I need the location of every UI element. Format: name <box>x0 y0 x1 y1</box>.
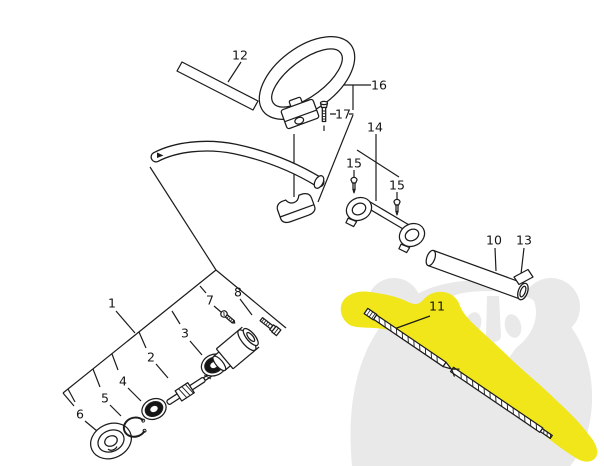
shaft-spiral-hatch-b <box>460 372 552 439</box>
leader-3 <box>171 310 203 356</box>
bracket-rail-right <box>215 269 287 329</box>
callout-16: 16 <box>371 78 387 93</box>
screw-15-a-icon <box>350 176 358 194</box>
sticker-13 <box>513 268 534 286</box>
callout-14: 14 <box>367 120 383 135</box>
bear-eye-right <box>504 314 522 338</box>
leader-12 <box>227 61 242 83</box>
callout-2: 2 <box>147 350 155 365</box>
screw-7-icon <box>220 310 236 324</box>
callout-7: 7 <box>206 293 214 308</box>
loop-handle <box>258 36 356 120</box>
handle-clamp-top <box>280 96 320 130</box>
callout-8: 8 <box>234 285 242 300</box>
handlebar-open-end <box>313 175 325 189</box>
leader-6 <box>67 388 98 432</box>
grip-strip-12 <box>176 61 259 111</box>
leader-11 <box>393 315 431 330</box>
handlebar-notch <box>157 152 164 158</box>
leader-13 <box>520 247 525 275</box>
bracket-rail-left <box>62 269 217 394</box>
leader-lines <box>62 61 525 432</box>
callout-15: 15 <box>346 156 362 171</box>
callout-15: 15 <box>389 178 405 193</box>
drive-tube-10 <box>425 249 529 301</box>
circlip-5 <box>122 416 147 438</box>
leader-17 <box>323 113 354 131</box>
callout-13: 13 <box>516 233 532 248</box>
leader-10 <box>494 247 497 272</box>
ring-clamp-front <box>345 196 373 228</box>
bracket-rail-tick <box>62 392 75 407</box>
clamp-bracket-14 <box>345 176 426 254</box>
callout-5: 5 <box>101 391 109 406</box>
callout-3: 3 <box>181 326 189 341</box>
pulley-drum-6 <box>90 422 132 460</box>
shaft-spiral-hatch-a <box>378 316 438 363</box>
callout-12: 12 <box>232 48 248 63</box>
clutch-housing <box>212 326 260 372</box>
ring-clamp-rear <box>398 222 426 254</box>
callout-11-highlighted: 11 <box>429 299 445 314</box>
bear-nose <box>486 296 501 342</box>
gear-shaft-2 <box>166 373 212 405</box>
handle-clamp-saddle <box>276 192 316 224</box>
screw-17-icon <box>319 100 329 123</box>
callout-6: 6 <box>76 407 84 422</box>
screw-15-b-icon <box>393 198 401 216</box>
bolt-8-icon <box>259 317 282 337</box>
bearing-4 <box>141 397 167 421</box>
leader-7 <box>199 285 222 313</box>
leader-1 <box>115 310 136 334</box>
leader-2 <box>138 331 169 379</box>
leader-main <box>149 166 217 271</box>
callout-4: 4 <box>119 374 127 389</box>
flexible-shaft-11 <box>363 307 553 440</box>
leader-8 <box>239 298 253 316</box>
parts-artwork <box>90 36 553 460</box>
callout-10: 10 <box>486 233 502 248</box>
bracket-15 <box>356 149 400 178</box>
callout-17: 17 <box>335 107 351 122</box>
handlebar-tube <box>150 140 325 189</box>
leader-5 <box>92 368 122 417</box>
leader-4 <box>111 353 142 402</box>
callout-1: 1 <box>108 296 116 311</box>
